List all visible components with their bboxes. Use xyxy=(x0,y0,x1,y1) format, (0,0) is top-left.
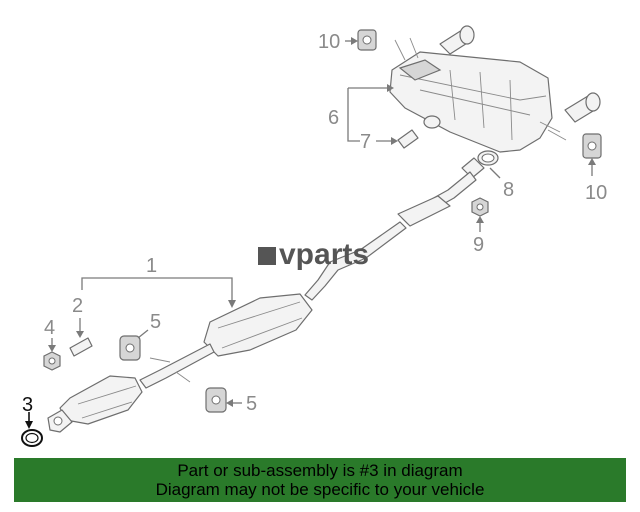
banner-line-2: Diagram may not be specific to your vehi… xyxy=(155,480,485,499)
info-banner: Part or sub-assembly is #3 in diagram Di… xyxy=(14,458,626,502)
vparts-logo-watermark: vparts xyxy=(258,238,369,272)
stud-part-2[interactable] xyxy=(69,337,93,357)
leader-lines xyxy=(25,37,596,429)
callout-10-right: 10 xyxy=(585,182,607,204)
callout-6: 6 xyxy=(328,107,339,129)
gasket-part-3[interactable] xyxy=(21,429,43,447)
watermark-text: vparts xyxy=(279,238,370,271)
front-pipe-assembly[interactable] xyxy=(47,157,485,433)
banner-line-1: Part or sub-assembly is #3 in diagram xyxy=(177,461,463,480)
callout-3: 3 xyxy=(22,394,33,416)
hanger-part-5-upper[interactable] xyxy=(119,335,141,361)
callout-4: 4 xyxy=(44,317,55,339)
nut-part-9[interactable] xyxy=(471,197,489,217)
callout-9: 9 xyxy=(473,234,484,256)
gasket-part-8[interactable] xyxy=(477,150,499,166)
clamp-part-7[interactable] xyxy=(397,129,419,149)
vparts-logo-icon xyxy=(258,247,276,265)
callout-1: 1 xyxy=(146,255,157,277)
callout-5-upper: 5 xyxy=(150,311,161,333)
hanger-part-10-top[interactable] xyxy=(357,29,377,51)
exhaust-diagram: 10 6 7 8 10 9 1 2 4 5 5 3 xyxy=(21,25,607,447)
callout-labels: 10 6 7 8 10 9 1 2 4 5 5 3 xyxy=(22,31,607,416)
callout-7: 7 xyxy=(360,131,371,153)
muffler-assembly[interactable] xyxy=(389,25,601,153)
callout-10-top: 10 xyxy=(318,31,340,53)
callout-5-lower: 5 xyxy=(246,393,257,415)
nut-part-4[interactable] xyxy=(43,351,61,371)
hanger-part-5-lower[interactable] xyxy=(205,387,227,413)
hanger-part-10-right[interactable] xyxy=(582,133,602,159)
callout-8: 8 xyxy=(503,179,514,201)
callout-2: 2 xyxy=(72,295,83,317)
